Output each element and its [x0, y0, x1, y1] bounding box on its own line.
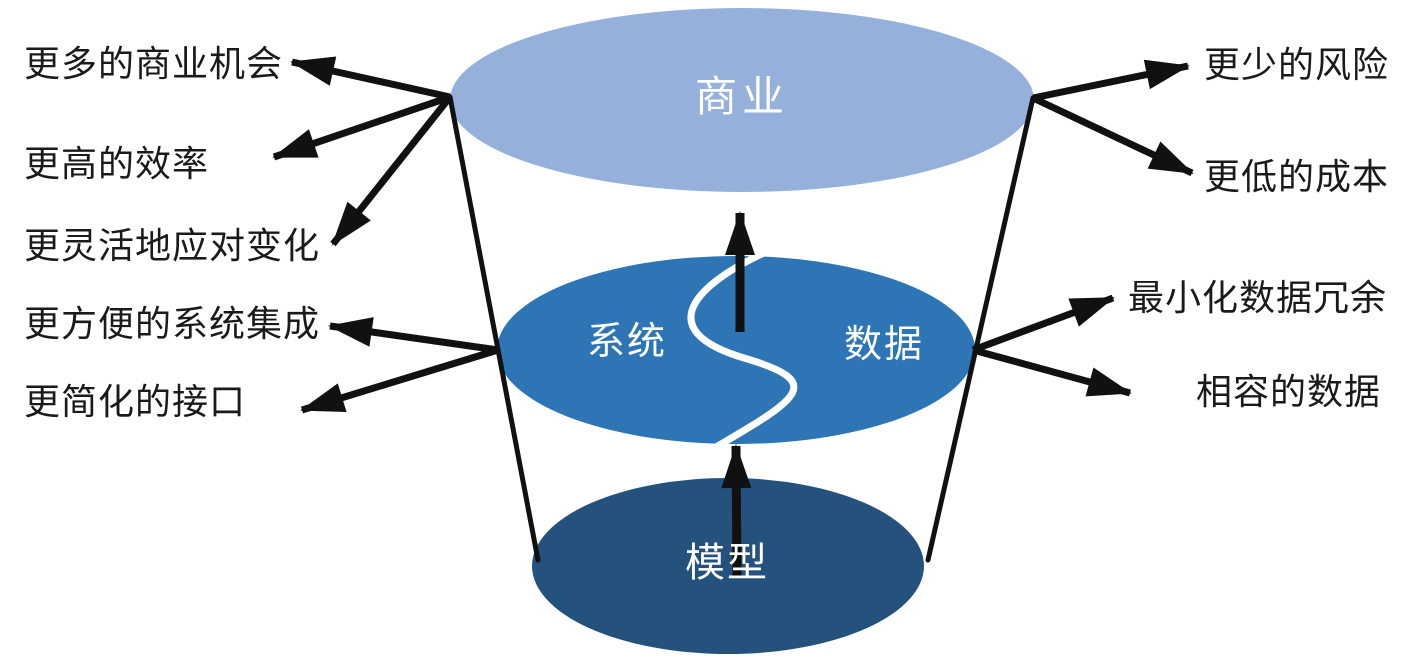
benefit-compatible-data: 相容的数据: [1196, 371, 1382, 412]
s-curve-divider: [687, 248, 798, 451]
arrow-to-less-risk: [1032, 59, 1190, 102]
model-layer-label: 模型: [685, 541, 769, 585]
data-layer-label: 数据: [843, 324, 925, 366]
benefit-simplified-interfaces: 更简化的接口: [24, 381, 247, 422]
benefit-minimized-data-redundancy: 最小化数据冗余: [1128, 277, 1388, 318]
benefit-more-flexible-adaptation: 更灵活地应对变化: [24, 225, 321, 266]
arrow-to-compatible-data: [972, 346, 1132, 397]
model-layer-ellipse: [532, 478, 924, 654]
arrow-to-lower-cost: [1031, 94, 1194, 177]
arrow-to-minimized-data-redundancy: [971, 294, 1115, 354]
arrow-model-to-system: [721, 444, 752, 578]
benefit-less-risk: 更少的风险: [1204, 44, 1390, 85]
arrow-to-higher-efficiency: [272, 93, 452, 161]
business-layer-ellipse: [450, 8, 1034, 192]
bucket-right-edge: [925, 95, 1036, 563]
benefit-more-business-opportunities: 更多的商业机会: [24, 43, 284, 84]
bucket-left-edge: [447, 94, 541, 563]
arrow-to-more-flexible-adaptation: [330, 94, 453, 247]
benefit-higher-efficiency: 更高的效率: [24, 143, 210, 184]
arrow-to-simplified-interfaces: [300, 346, 500, 414]
benefit-lower-cost: 更低的成本: [1204, 156, 1390, 197]
benefit-easier-system-integration: 更方便的系统集成: [24, 303, 321, 344]
system-layer-label: 系统: [586, 321, 668, 363]
business-layer-label: 商业: [694, 73, 790, 120]
system-data-layer-ellipse: [497, 256, 975, 444]
arrow-to-easier-system-integration: [328, 317, 499, 354]
arrow-to-more-business-opportunities: [290, 56, 451, 101]
